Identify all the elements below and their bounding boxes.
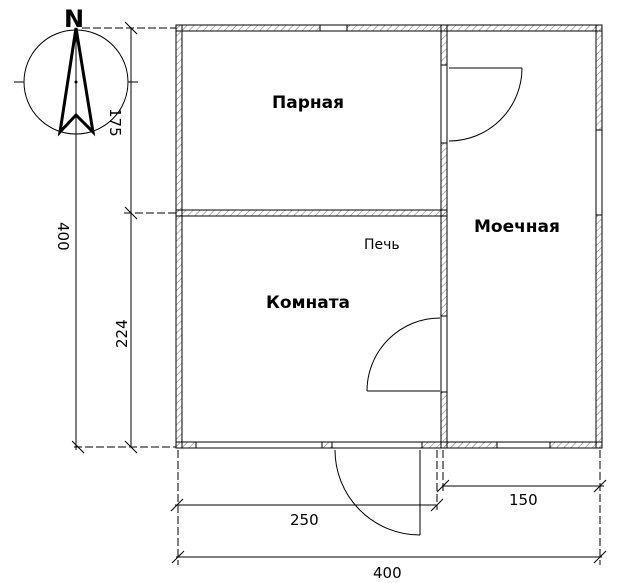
dim-left-width: 250 xyxy=(290,511,319,529)
windows xyxy=(195,24,603,449)
compass-north-label: N xyxy=(64,5,84,33)
room-label-wash: Моечная xyxy=(474,217,560,237)
dim-right-width: 150 xyxy=(509,491,538,509)
room-label-room: Комната xyxy=(266,293,350,313)
stove-label: Печь xyxy=(364,237,400,253)
dim-total-height: 400 xyxy=(54,222,72,251)
dimension-lines xyxy=(71,21,607,565)
room-label-steam: Парная xyxy=(272,93,344,113)
door-entrance[interactable] xyxy=(334,449,421,536)
north-arrow-icon: N xyxy=(14,5,138,450)
dim-room-height: 224 xyxy=(113,319,131,348)
dim-total-width: 400 xyxy=(373,564,402,582)
door-room[interactable] xyxy=(366,317,441,392)
dim-steam-height: 175 xyxy=(106,108,124,137)
door-steam-room[interactable] xyxy=(448,67,523,142)
